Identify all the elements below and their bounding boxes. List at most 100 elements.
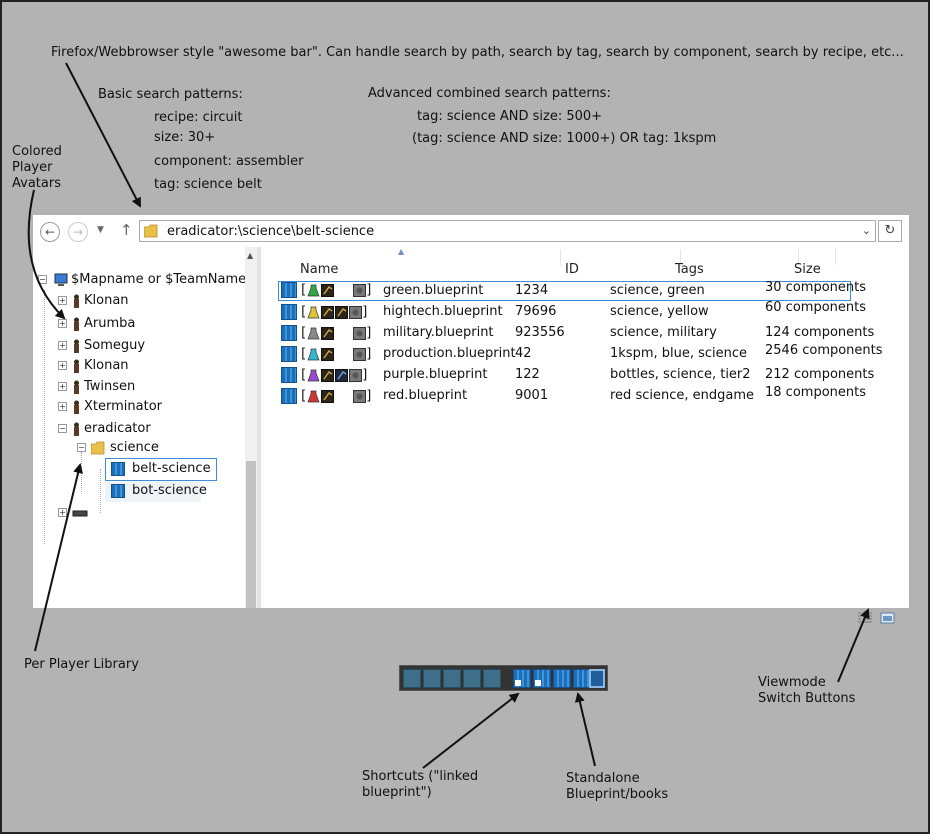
tree-root[interactable]: −$Mapname or $TeamName — [38, 271, 246, 289]
annotation-per-player-library: Per Player Library — [24, 657, 139, 672]
expand-icon[interactable]: + — [58, 508, 67, 517]
expand-icon[interactable]: + — [58, 296, 67, 305]
player-avatar-icon — [74, 339, 79, 353]
quickbar-slot-gear-icon[interactable] — [463, 669, 481, 688]
quickbar-slot-assembler-icon[interactable] — [443, 669, 461, 688]
arrow-to-viewmode — [837, 608, 870, 683]
tree-player-label: Arumba — [84, 316, 136, 331]
quickbar-slot-inserter-icon[interactable] — [423, 669, 441, 688]
tree-item-bot-science[interactable]: bot-science — [111, 482, 207, 500]
military-science-pack-icon — [307, 327, 320, 339]
row-id: 1234 — [515, 283, 549, 298]
scroll-thumb[interactable] — [246, 461, 256, 608]
expand-icon[interactable]: + — [58, 402, 67, 411]
collapse-icon[interactable]: − — [77, 443, 86, 452]
annotation-basic-title: Basic search patterns: — [98, 87, 243, 102]
blueprint-list: ▲ Name ID Tags Size [] green.blueprint 1… — [261, 247, 909, 624]
table-row[interactable]: [] red.blueprint 9001 red science, endga… — [278, 385, 866, 407]
awesome-bar-input[interactable]: eradicator:\science\belt-science ⌄ — [139, 220, 876, 242]
expand-icon[interactable]: + — [58, 361, 67, 370]
expand-icon[interactable]: + — [58, 341, 67, 350]
tree-player[interactable]: + Arumba — [58, 315, 135, 333]
blueprint-icon — [281, 346, 297, 362]
forward-button[interactable]: → — [68, 222, 88, 242]
inserter-icon — [321, 347, 335, 361]
tree-folder-science[interactable]: −science — [77, 439, 159, 457]
table-row[interactable]: [] purple.blueprint 122 bottles, science… — [278, 366, 874, 386]
tree-player[interactable]: +Klonan — [58, 357, 129, 375]
tree-player-label: Someguy — [84, 338, 146, 353]
row-name: green.blueprint — [383, 283, 484, 298]
column-header-id[interactable]: ID — [565, 262, 579, 277]
annotation-advanced-pattern: (tag: science AND size: 1000+) OR tag: 1… — [412, 131, 717, 146]
back-button[interactable]: ← — [40, 222, 60, 242]
arrow-to-shortcuts — [422, 692, 520, 769]
tree-scrollbar[interactable]: ▲ — [245, 247, 257, 608]
assembler-icon — [353, 389, 367, 403]
player-avatar-icon — [74, 400, 79, 414]
expand-icon[interactable]: + — [58, 319, 67, 328]
tree-player-label: Xterminator — [84, 399, 162, 414]
tree-player[interactable]: + Someguy — [58, 337, 145, 355]
tree-drive[interactable]: + — [58, 504, 88, 522]
row-id: 9001 — [515, 388, 549, 403]
scroll-up-icon[interactable]: ▲ — [247, 251, 254, 260]
collapse-icon[interactable]: − — [58, 424, 67, 433]
arrow-to-library — [34, 463, 83, 652]
tree-guide — [100, 469, 101, 513]
blueprint-icon — [281, 304, 297, 320]
blueprint-icon — [281, 325, 297, 341]
arrow-to-avatars — [27, 189, 66, 320]
tree-guide — [44, 290, 45, 544]
blueprint-icon — [281, 282, 297, 298]
chevron-down-icon[interactable]: ⌄ — [861, 224, 871, 237]
refresh-button[interactable]: ↻ — [878, 220, 902, 242]
folder-icon — [90, 441, 105, 454]
quickbar-shortcut-blueprint-icon[interactable] — [533, 669, 551, 688]
column-header-name[interactable]: Name — [300, 262, 339, 277]
up-button[interactable]: ↑ — [120, 221, 133, 239]
expand-icon[interactable]: + — [58, 382, 67, 391]
annotation-basic-pattern: component: assembler — [154, 154, 304, 169]
table-row[interactable]: [] green.blueprint 1234 science, green 3… — [278, 280, 866, 301]
blueprint-icon — [281, 367, 297, 383]
row-size: 212 components — [765, 367, 875, 382]
assembler-icon — [349, 305, 363, 319]
pane-divider[interactable] — [257, 247, 261, 608]
quickbar-shortcut-blueprint-icon[interactable] — [513, 669, 531, 688]
row-name: military.blueprint — [383, 325, 494, 340]
row-size: 30 components — [765, 280, 866, 295]
computer-icon — [54, 273, 68, 286]
quickbar-slot-belt-icon[interactable] — [403, 669, 421, 688]
row-tags: science, green — [610, 283, 705, 298]
tree-player-label: Klonan — [84, 293, 129, 308]
tree-root-label: $Mapname or $TeamName — [71, 272, 247, 287]
tree-item-belt-science[interactable]: belt-science — [111, 460, 211, 478]
table-row[interactable]: [] military.blueprint 923556 science, mi… — [278, 324, 874, 344]
tree-player[interactable]: −eradicator — [58, 420, 151, 438]
thumbnail-view-icon[interactable] — [880, 611, 895, 625]
table-row[interactable]: [] production.blueprint 42 1kspm, blue, … — [278, 343, 883, 365]
tree-player[interactable]: +Twinsen — [58, 378, 135, 396]
row-id: 122 — [515, 367, 540, 382]
quickbar-blueprint-book-icon[interactable] — [589, 669, 605, 688]
column-header-tags[interactable]: Tags — [675, 262, 704, 277]
table-row[interactable]: [] hightech.blueprint 79696 science, yel… — [278, 300, 866, 323]
blueprint-book-icon — [111, 483, 125, 498]
row-tags: bottles, science, tier2 — [610, 367, 751, 382]
tree-player[interactable]: + Xterminator — [58, 398, 162, 416]
row-name: hightech.blueprint — [383, 304, 503, 319]
history-dropdown-icon[interactable]: ▼ — [97, 225, 104, 235]
quickbar-blueprint-icon[interactable] — [553, 669, 571, 688]
library-tree: −$Mapname or $TeamName +Klonan +Arumba +… — [33, 247, 246, 608]
quickbar-slot-pole-icon[interactable] — [483, 669, 501, 688]
blueprint-book-icon — [111, 461, 125, 476]
tree-player[interactable]: + Klonan — [58, 292, 129, 310]
row-name: red.blueprint — [383, 388, 468, 403]
inserter-icon — [321, 283, 335, 297]
row-id: 923556 — [515, 325, 565, 340]
column-header-size[interactable]: Size — [794, 262, 821, 277]
stack-inserter-icon — [335, 368, 349, 382]
row-name: purple.blueprint — [383, 367, 488, 382]
drive-icon — [72, 510, 88, 516]
